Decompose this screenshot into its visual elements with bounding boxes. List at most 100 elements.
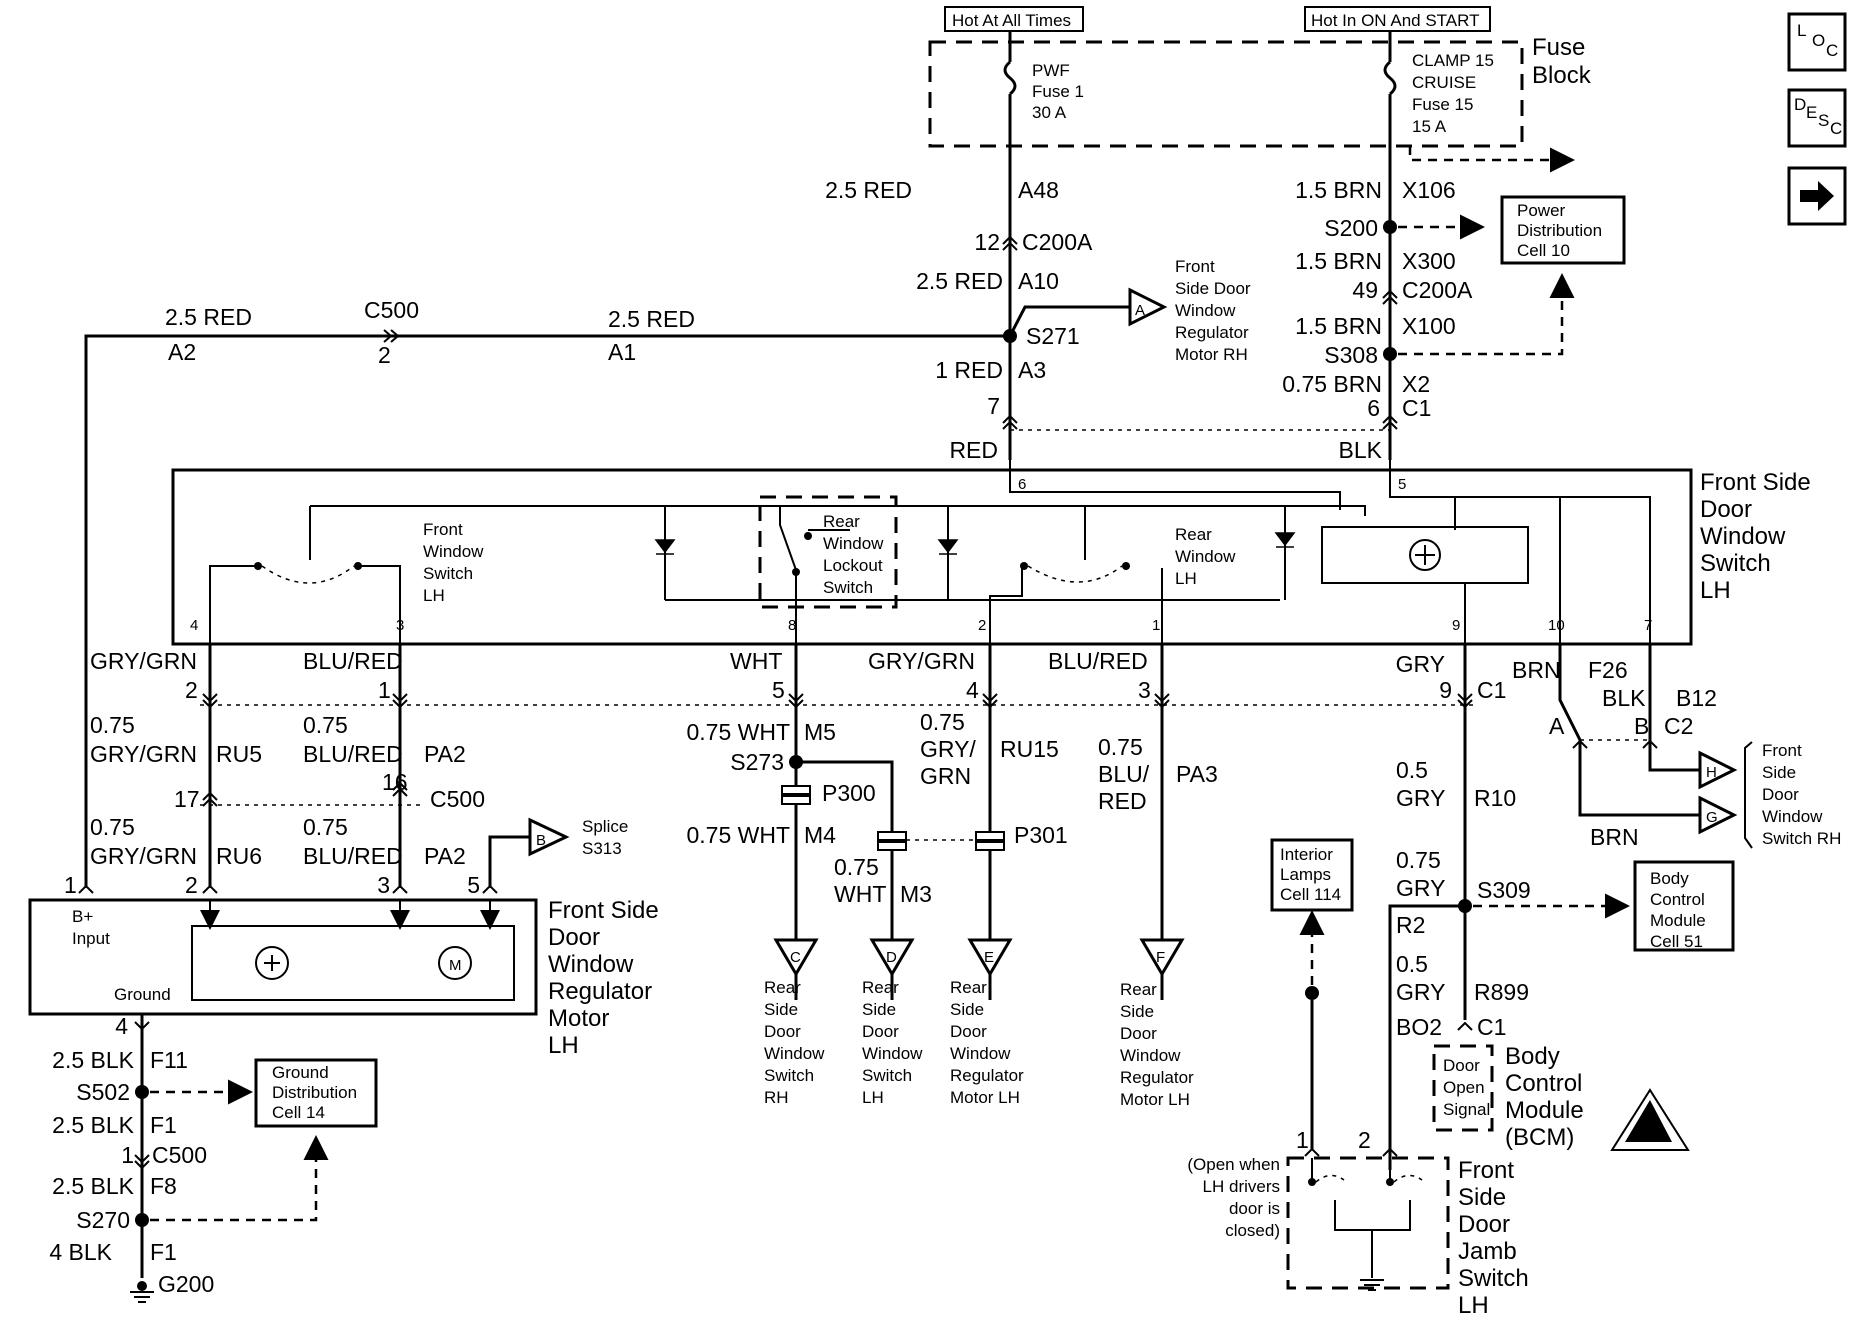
svg-text:A48: A48 [1018, 177, 1059, 203]
svg-text:B+: B+ [72, 907, 93, 926]
svg-text:2: 2 [1358, 1127, 1371, 1153]
bcm-section: Interior Lamps Cell 114 Body Control Mod… [1270, 838, 1735, 1151]
svg-text:C1: C1 [1477, 1014, 1506, 1040]
svg-text:LH: LH [862, 1088, 884, 1107]
svg-text:Motor: Motor [548, 1005, 609, 1032]
svg-text:Cell 14: Cell 14 [272, 1103, 325, 1122]
svg-text:Fuse: Fuse [1532, 34, 1585, 61]
power-distribution-ref[interactable]: Power Distribution Cell 10 [1500, 195, 1626, 265]
svg-text:0.75: 0.75 [834, 854, 879, 880]
right-feed-wires: 1.5 BRN X106 S200 1.5 BRN X300 49 C200A … [1010, 146, 1626, 493]
front-side-door-window-regulator-motor-lh: 1 2 3 5 B+ Input Ground M Front Side Doo… [28, 872, 659, 1059]
svg-text:2: 2 [378, 342, 391, 368]
ref-d-rear-side-door-window-switch-lh[interactable]: D Rear Side Door Window Switch LH [862, 938, 923, 1107]
loc-button[interactable]: L O C [1787, 12, 1847, 72]
svg-text:Distribution: Distribution [1517, 221, 1602, 240]
svg-text:PA3: PA3 [1176, 761, 1218, 787]
svg-text:1 RED: 1 RED [935, 357, 1003, 383]
svg-text:A: A [1135, 302, 1145, 319]
svg-text:6: 6 [1367, 395, 1380, 421]
ref-f-rear-side-door-window-regulator-motor-lh[interactable]: F Rear Side Door Window Regulator Motor … [1120, 938, 1194, 1109]
svg-text:Front: Front [1762, 741, 1802, 760]
svg-text:S313: S313 [582, 839, 622, 858]
svg-text:Door: Door [1120, 1024, 1157, 1043]
svg-text:M3: M3 [900, 881, 932, 907]
desc-button[interactable]: D E S C [1787, 88, 1847, 148]
ref-a-triangle[interactable]: A [1128, 287, 1168, 327]
ground-distribution-ref[interactable]: Ground Distribution Cell 14 [254, 1058, 378, 1128]
ref-g-triangle[interactable]: G [1698, 795, 1738, 835]
svg-text:G200: G200 [158, 1271, 214, 1297]
ref-e-rear-side-door-window-regulator-motor-lh[interactable]: E Rear Side Door Window Regulator Motor … [950, 938, 1024, 1107]
svg-text:C: C [1826, 41, 1838, 60]
svg-text:1: 1 [1296, 1127, 1309, 1153]
svg-text:A10: A10 [1018, 268, 1059, 294]
svg-text:2.5 RED: 2.5 RED [165, 304, 252, 330]
ground-symbol-icon [130, 1281, 154, 1303]
svg-text:A1: A1 [608, 339, 636, 365]
svg-text:M: M [449, 957, 462, 974]
svg-text:6: 6 [1018, 476, 1026, 493]
svg-text:Switch RH: Switch RH [1762, 829, 1841, 848]
svg-text:F8: F8 [150, 1173, 177, 1199]
next-page-button[interactable] [1787, 166, 1847, 226]
svg-text:Splice: Splice [582, 817, 628, 836]
svg-text:M4: M4 [804, 822, 836, 848]
svg-text:4: 4 [115, 1013, 128, 1039]
svg-text:PA2: PA2 [424, 741, 466, 767]
svg-text:1.5 BRN: 1.5 BRN [1295, 177, 1382, 203]
svg-text:Motor LH: Motor LH [950, 1088, 1020, 1107]
svg-text:R899: R899 [1474, 979, 1529, 1005]
svg-text:Hot In ON And START: Hot In ON And START [1311, 11, 1480, 30]
svg-text:Rear: Rear [823, 512, 860, 531]
svg-text:30 A: 30 A [1032, 103, 1067, 122]
svg-text:WHT: WHT [834, 881, 886, 907]
svg-text:Window: Window [1175, 547, 1236, 566]
svg-text:F: F [1156, 949, 1165, 966]
svg-text:1.5 BRN: 1.5 BRN [1295, 248, 1382, 274]
svg-text:3: 3 [377, 872, 390, 898]
svg-text:Side: Side [950, 1000, 984, 1019]
svg-text:Rear: Rear [950, 978, 987, 997]
svg-text:Side: Side [1120, 1002, 1154, 1021]
ref-h-triangle[interactable]: H [1698, 750, 1738, 790]
svg-text:0.75: 0.75 [90, 814, 135, 840]
ref-c-rear-side-door-window-switch-rh[interactable]: C Rear Side Door Window Switch RH [764, 938, 825, 1107]
bcm-cell51-ref[interactable]: Body Control Module Cell 51 [1633, 860, 1735, 952]
svg-text:0.75: 0.75 [920, 709, 965, 735]
svg-text:Side: Side [1458, 1184, 1506, 1211]
svg-text:RU6: RU6 [216, 843, 262, 869]
svg-text:Door: Door [1700, 496, 1752, 523]
svg-text:GRN: GRN [920, 763, 971, 789]
ground-circuit: 4 2.5 BLK F11 S502 2.5 BLK F1 1 C500 2.5… [49, 1013, 378, 1303]
svg-text:1: 1 [1152, 617, 1160, 634]
svg-text:LH drivers: LH drivers [1203, 1177, 1280, 1196]
svg-text:closed): closed) [1225, 1221, 1280, 1240]
svg-text:Motor RH: Motor RH [1175, 345, 1248, 364]
svg-text:X100: X100 [1402, 313, 1456, 339]
svg-text:12: 12 [974, 229, 1000, 255]
splice-s200 [1383, 220, 1397, 234]
svg-text:E: E [1806, 103, 1817, 122]
interior-lamps-ref[interactable]: Interior Lamps Cell 114 [1270, 838, 1354, 912]
svg-text:Input: Input [72, 929, 110, 948]
svg-text:Door: Door [950, 1022, 987, 1041]
svg-text:4 BLK: 4 BLK [49, 1239, 112, 1265]
svg-text:S502: S502 [76, 1079, 130, 1105]
svg-text:RED: RED [1098, 788, 1147, 814]
svg-text:Module: Module [1650, 911, 1706, 930]
ref-b-triangle[interactable]: B [528, 817, 570, 857]
svg-text:Rear: Rear [1175, 525, 1212, 544]
svg-text:Window: Window [823, 534, 884, 553]
svg-text:Switch: Switch [764, 1066, 814, 1085]
fuse-block: Fuse Block PWF Fuse 1 30 A CLAMP 15 CRUI… [928, 31, 1592, 460]
svg-text:Door: Door [1762, 785, 1799, 804]
splice-s502 [135, 1085, 149, 1099]
svg-text:Switch: Switch [423, 564, 473, 583]
svg-text:(Open when: (Open when [1187, 1155, 1280, 1174]
svg-text:C: C [1830, 119, 1842, 138]
svg-text:Window: Window [423, 542, 484, 561]
svg-text:A2: A2 [168, 339, 196, 365]
svg-text:Power: Power [1517, 201, 1566, 220]
